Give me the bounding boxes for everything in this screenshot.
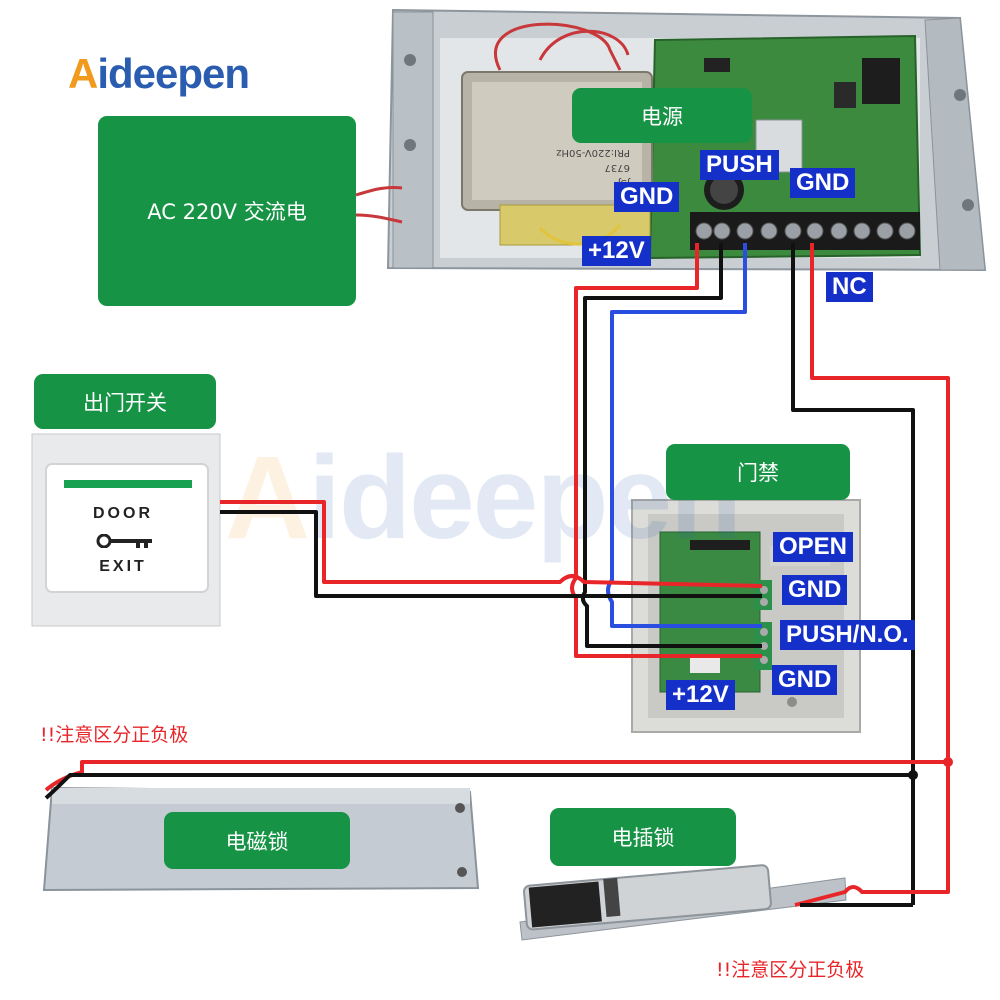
ctrl-push-no-tag: PUSH/N.O.	[780, 620, 915, 650]
ctrl-gnd-1-tag: GND	[782, 575, 848, 605]
ctrl-gnd-2-tag: GND	[772, 665, 838, 695]
exit-button-top-text: DOOR	[93, 505, 153, 522]
power-supply-label: 电源	[572, 88, 752, 143]
ctrl-12v-tag: +12V	[666, 680, 735, 710]
power-gnd-left-tag: GND	[614, 182, 680, 212]
exit-button-bottom-text: EXIT	[99, 558, 147, 575]
magnetic-lock-warning: !!注意区分正负极	[40, 724, 189, 746]
magnetic-lock-label: 电磁锁	[164, 812, 350, 869]
access-control-label: 门禁	[666, 444, 850, 500]
power-gnd-right-tag: GND	[790, 168, 856, 198]
exit-switch-label: 出门开关	[34, 374, 216, 429]
key-icon	[96, 534, 152, 548]
brand-logo: Aideepen	[68, 50, 250, 97]
power-12v-tag: +12V	[582, 236, 651, 266]
ctrl-open-tag: OPEN	[773, 532, 854, 562]
ac-power-box: AC 220V 交流电	[98, 116, 356, 306]
bolt-lock-label: 电插锁	[550, 808, 736, 866]
bolt-lock-warning: !!注意区分正负极	[716, 959, 865, 981]
power-nc-tag: NC	[826, 272, 873, 302]
power-push-tag: PUSH	[700, 150, 779, 180]
